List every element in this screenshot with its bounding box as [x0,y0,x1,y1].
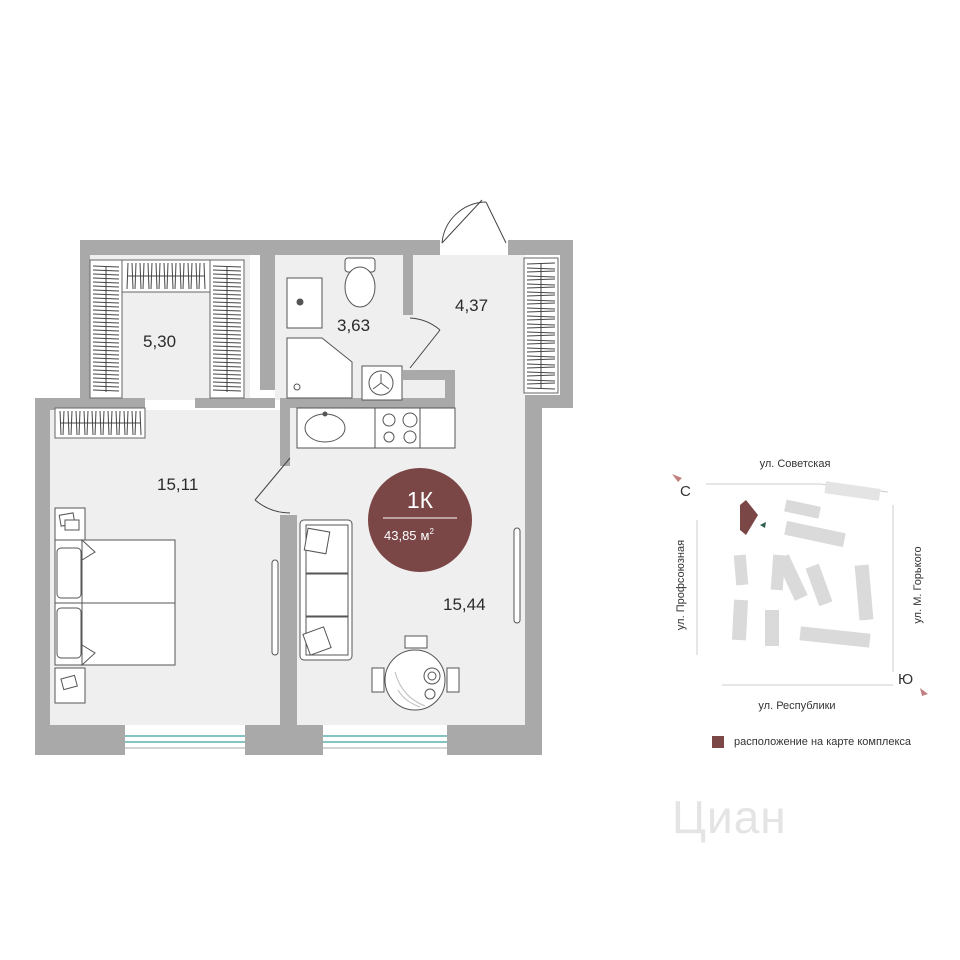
bathroom-fixtures [286,257,403,401]
street-south: ул. Республики [758,700,835,712]
entry-door [440,199,508,255]
room-area-bathroom: 3,63 [337,316,370,335]
location-map: С Ю ул. Советская ул. Республики ул. Про… [672,458,928,712]
wall-bedroom-top [35,398,145,410]
legend-label: расположение на карте комплекса [734,736,912,748]
living-furniture [299,519,521,711]
wall-niche-top [403,370,455,380]
room-area-bedroom: 15,11 [157,475,198,494]
living-window [323,727,447,755]
wall-bath-bottom [280,398,455,408]
walls [35,240,573,755]
room-area-living: 15,44 [443,595,486,614]
wall-top-left [80,240,440,255]
chair-right [446,667,460,693]
shower-tray [286,337,353,399]
wall-hall-corner [525,395,573,408]
nightstand-bottom [54,667,86,704]
wall-bedroom-living [280,515,297,725]
pillow-2 [56,607,82,659]
wall-bath-hall [403,255,413,315]
bedroom-window [125,727,245,755]
wall-niche-right [445,370,455,408]
room-area-hallway: 4,37 [455,296,488,315]
windows [125,727,447,755]
wardrobe-hangers [59,262,556,436]
wall-top-right [508,240,573,255]
badge-type: 1К [407,487,434,513]
chair-top [404,635,428,649]
wall-bottom-1 [35,725,125,755]
wall-hall-right [560,240,573,408]
map-legend: расположение на карте комплекса [712,736,911,748]
chair-left [371,667,385,693]
compass-south: Ю [898,671,913,688]
compass-north: С [680,483,691,500]
map-buildings [731,481,881,648]
kitchen-sink [304,413,346,443]
wall-wardrobe-bottom [195,398,275,408]
badge-circle [368,468,472,572]
street-north: ул. Советская [760,458,831,470]
pillow-1 [56,547,82,599]
bath-sink [286,277,323,329]
wall-left [35,398,50,755]
south-arrow-icon [920,688,928,696]
cushion-1 [303,527,331,555]
north-arrow-icon [672,474,682,482]
wall-kitchen-left [280,398,290,458]
kitchen-counter [296,407,456,449]
complex-location-marker [740,500,758,535]
wall-right [525,395,542,755]
bedroom-mirror [271,559,279,656]
wall-wardrobe-left [80,240,90,400]
watermark: Циан [672,791,787,843]
bedroom-furniture [54,507,279,704]
hallway-floor [410,255,525,405]
living-mirror [513,527,521,624]
wall-bottom-2 [245,725,323,755]
wall-partition-end [280,705,297,725]
cushion-2 [302,626,332,656]
wall-kitchen-stub [280,458,290,466]
street-east: ул. М. Горького [912,546,924,623]
street-west: ул. Профсоюзная [675,540,687,630]
interior-doors [254,317,441,514]
wall-wardrobe-bath [260,255,275,390]
toilet-bowl [344,266,376,308]
room-area-wardrobe: 5,30 [143,332,176,351]
legend-swatch [712,736,724,748]
